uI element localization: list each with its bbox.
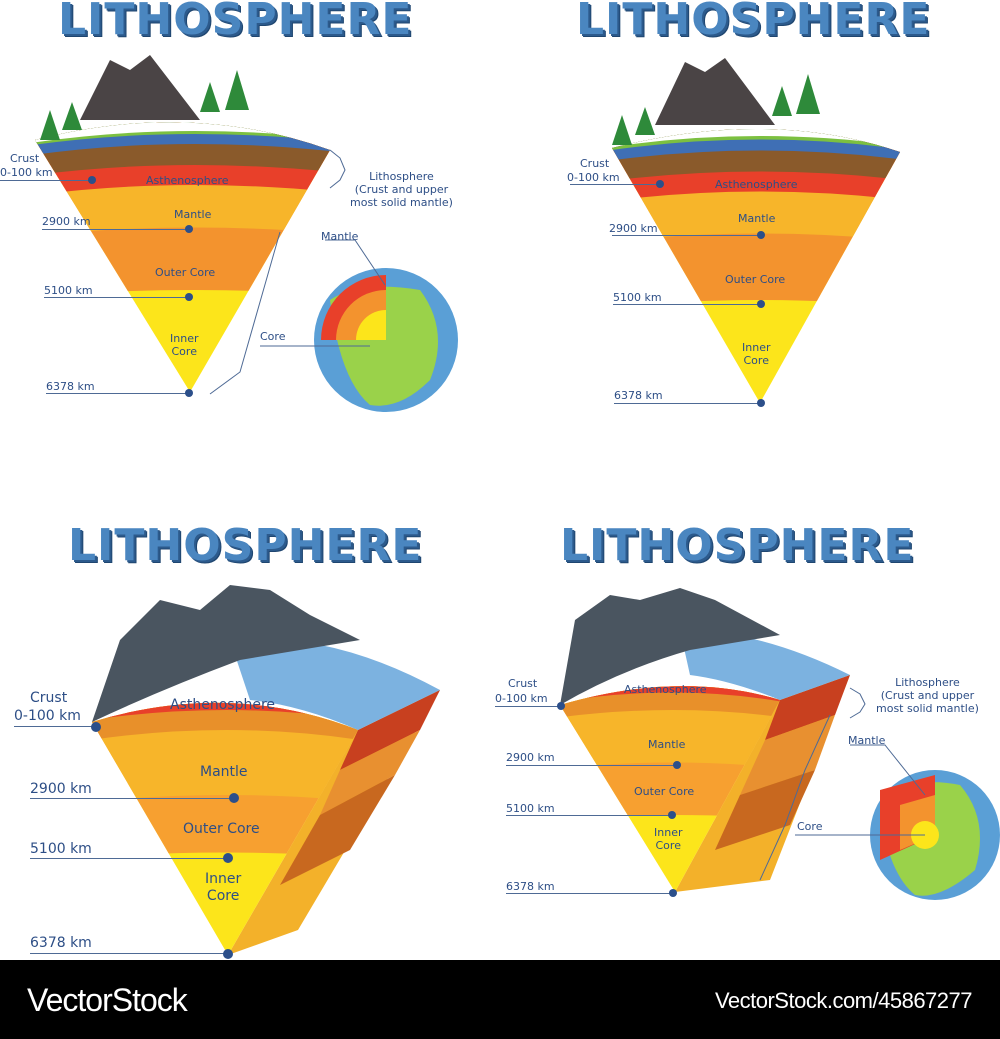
depth-label-5100: 5100 km	[30, 841, 92, 857]
depth-label-6378: 6378 km	[46, 380, 95, 393]
tree-icon	[612, 74, 820, 145]
crust-label: Crust	[580, 157, 610, 170]
earth-wedge-illustration	[612, 58, 900, 403]
tree-icon	[40, 70, 249, 140]
layer-outer-core: Outer Core	[725, 273, 786, 286]
image-url: VectorStock.com/45867277	[714, 988, 973, 1013]
globe-core-callout: Core	[260, 330, 286, 343]
brand-logo: VectorStock	[27, 982, 188, 1018]
layer-outer-core: Outer Core	[183, 821, 260, 837]
mountain-icon	[92, 585, 360, 722]
globe-mantle-callout: Mantle	[321, 230, 359, 243]
depth-label-0-100: 0-100 km	[14, 708, 81, 724]
layer-asthenosphere: Asthenosphere	[170, 697, 276, 713]
depth-label-5100: 5100 km	[506, 802, 555, 815]
depth-label-0-100: 0-100 km	[495, 692, 548, 705]
layer-mantle: Mantle	[200, 764, 248, 780]
depth-label-0-100: 0-100 km	[567, 171, 620, 184]
layer-mantle: Mantle	[738, 212, 776, 225]
globe-mantle-callout: Mantle	[848, 734, 886, 747]
layer-mantle: Mantle	[174, 208, 212, 221]
crust-label: Crust	[10, 152, 40, 165]
depth-label-6378: 6378 km	[506, 880, 555, 893]
crust-label: Crust	[30, 690, 68, 706]
mountain-icon	[560, 588, 780, 705]
depth-label-2900: 2900 km	[30, 781, 92, 797]
earth-wedge-illustration	[35, 55, 458, 412]
panel-title: LITHOSPHERE	[58, 0, 413, 45]
earth-wedge-3d-illustration	[560, 588, 1000, 900]
panel-title: LITHOSPHERE	[560, 520, 915, 571]
depth-label-2900: 2900 km	[506, 751, 555, 764]
panel-title: LITHOSPHERE	[576, 0, 931, 45]
layer-outer-core: Outer Core	[634, 785, 695, 798]
depth-label-6378: 6378 km	[614, 389, 663, 402]
layer-mantle: Mantle	[648, 738, 686, 751]
watermark-footer: VectorStock VectorStock.com/45867277	[0, 960, 1000, 1039]
panel-title: LITHOSPHERE	[68, 520, 423, 571]
layer-asthenosphere: Asthenosphere	[146, 174, 229, 187]
earth-wedge-3d-illustration	[92, 585, 440, 955]
depth-label-5100: 5100 km	[44, 284, 93, 297]
layer-outer-core: Outer Core	[155, 266, 216, 279]
crust-label: Crust	[508, 677, 538, 690]
mountain-icon	[80, 55, 200, 120]
layer-asthenosphere: Asthenosphere	[715, 178, 798, 191]
layer-asthenosphere: Asthenosphere	[624, 683, 707, 696]
depth-label-2900: 2900 km	[609, 222, 658, 235]
depth-label-5100: 5100 km	[613, 291, 662, 304]
depth-label-2900: 2900 km	[42, 215, 91, 228]
depth-label-6378: 6378 km	[30, 935, 92, 951]
globe-core-callout: Core	[797, 820, 823, 833]
mountain-icon	[655, 58, 775, 125]
depth-label-0-100: 0-100 km	[0, 166, 53, 179]
